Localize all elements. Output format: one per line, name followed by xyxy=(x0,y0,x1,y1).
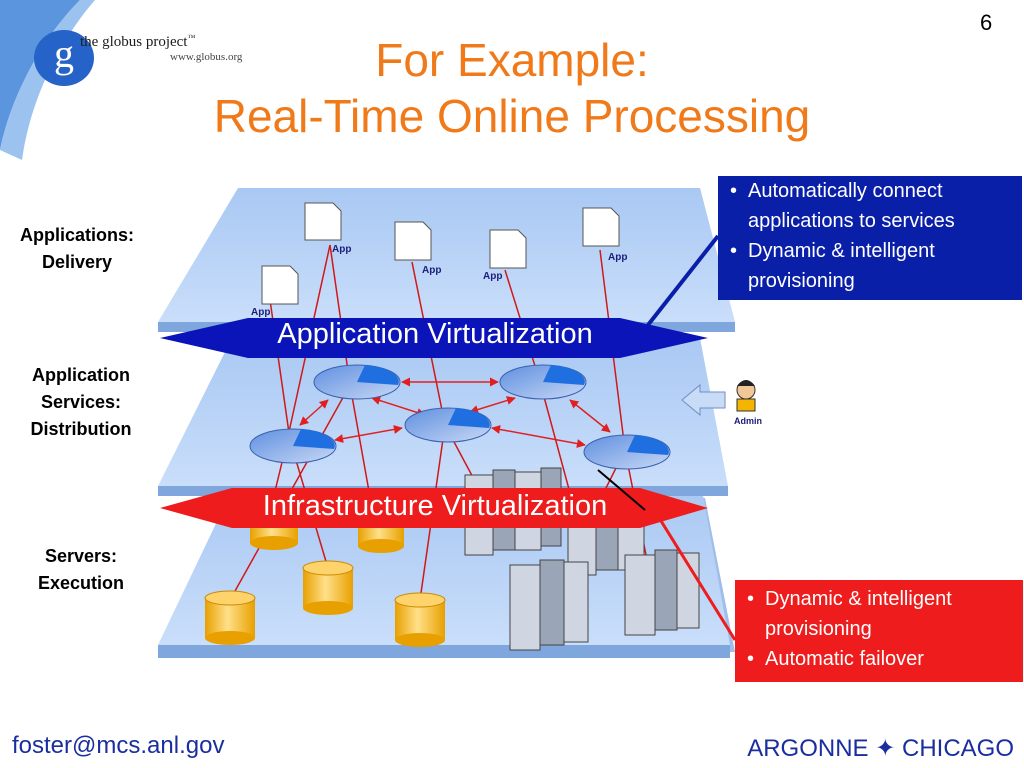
applications-label-line-1: Applications: xyxy=(19,225,134,245)
footer-organization: ARGONNE ✦ CHICAGO xyxy=(747,735,1014,762)
applications-label-line-2: Delivery xyxy=(41,252,113,272)
applications-delivery-label: Applications: Delivery xyxy=(2,222,152,276)
servers-label-line-1: Servers: xyxy=(44,546,118,566)
service-pie-4 xyxy=(249,428,337,464)
document-icon: App xyxy=(304,202,351,255)
infrastructure-virtualization-label: Infrastructure Virtualization xyxy=(262,490,608,522)
service-pie-3 xyxy=(404,407,492,443)
callout-top-item: Dynamic & intelligent provisioning xyxy=(728,236,1022,296)
infrastructure-virtualization-banner xyxy=(160,488,708,528)
globus-logo-letter: g xyxy=(54,31,74,76)
title-line-2: Real-Time Online Processing xyxy=(213,90,811,142)
slide-number: 6 xyxy=(980,10,993,35)
service-pie-1 xyxy=(313,364,401,400)
callout-top-connector xyxy=(646,234,720,327)
failover-pointer xyxy=(597,469,646,511)
services-label-line-3: Distribution xyxy=(30,419,132,439)
services-label-line-2: Services: xyxy=(40,392,122,412)
app-label: App xyxy=(251,307,270,318)
app-label: App xyxy=(608,252,627,263)
arrow-left-icon xyxy=(681,383,726,417)
callout-bottom-item: Automatic failover xyxy=(745,644,1023,674)
document-icon: App xyxy=(483,229,527,282)
callout-top: Automatically connect applications to se… xyxy=(718,176,1022,300)
application-virtualization-label: Application Virtualization xyxy=(277,318,593,350)
document-icon: App xyxy=(582,207,627,263)
callout-bottom: Dynamic & intelligent provisioning Autom… xyxy=(735,580,1023,682)
services-label-line-1: Application xyxy=(32,365,130,385)
servers-label-line-2: Execution xyxy=(37,573,125,593)
document-icon: App xyxy=(251,265,299,318)
server-rack-icon xyxy=(509,559,589,651)
services-distribution-label: Application Services: Distribution xyxy=(6,362,156,443)
slide-title: For Example: Real-Time Online Processing xyxy=(80,32,944,144)
applications-layer xyxy=(158,188,735,332)
application-virtualization-banner xyxy=(160,318,708,358)
app-label: App xyxy=(422,265,441,276)
globus-logo-icon xyxy=(34,30,94,86)
app-label: App xyxy=(332,244,351,255)
service-arrows xyxy=(299,377,611,448)
database-cylinder-icon xyxy=(394,592,446,647)
admin-label: Admin xyxy=(734,416,762,426)
footer-email: foster@mcs.anl.gov xyxy=(12,732,225,759)
app-label: App xyxy=(483,271,502,282)
callout-bottom-connector xyxy=(646,499,737,641)
trademark-mark: ™ xyxy=(187,33,196,42)
callout-top-item: Automatically connect applications to se… xyxy=(728,176,1022,236)
admin-person-icon: Admin xyxy=(734,380,762,426)
callout-bottom-item: Dynamic & intelligent provisioning xyxy=(745,584,1023,644)
brand-name: the globus project™ xyxy=(80,33,196,50)
database-cylinder-icon xyxy=(302,560,354,615)
brand-url: www.globus.org xyxy=(170,51,243,63)
service-pie-2 xyxy=(499,364,587,400)
service-pie-5 xyxy=(583,434,671,470)
servers-execution-label: Servers: Execution xyxy=(6,543,156,597)
title-line-1: For Example: xyxy=(375,34,649,86)
document-icon: App xyxy=(394,221,441,276)
database-cylinder-icon xyxy=(204,590,256,645)
